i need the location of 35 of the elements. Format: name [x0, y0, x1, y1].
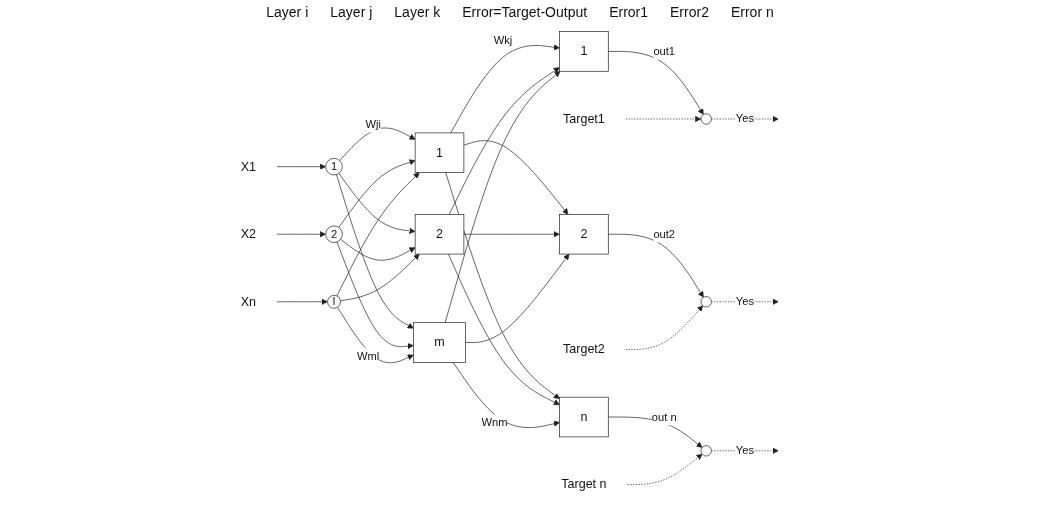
- node-text: Target n: [561, 477, 607, 492]
- node-box: m: [413, 322, 466, 363]
- node-circle: l: [327, 294, 341, 309]
- edge-label: out2: [653, 227, 676, 240]
- node-text: Target2: [563, 342, 605, 357]
- edge-label: Yes: [735, 112, 754, 125]
- node-box: 2: [414, 214, 465, 255]
- edge-label: out1: [653, 45, 676, 57]
- text-label: Error2: [670, 4, 709, 20]
- edge-label: Wkj: [493, 34, 513, 46]
- node-text: X1: [240, 159, 257, 174]
- node-box: 1: [559, 31, 609, 72]
- edge-label: Wml: [356, 349, 380, 362]
- node-circle: [700, 113, 712, 125]
- edge-label: Yes: [735, 444, 754, 457]
- edge-label: Wnm: [481, 416, 508, 429]
- node-circle: 2: [325, 225, 343, 243]
- edge-label: Wji: [365, 117, 381, 130]
- node-text: Xn: [240, 294, 257, 309]
- text-label: Error1: [609, 4, 649, 20]
- text-label: Layer i: [266, 4, 309, 20]
- node-circle: [700, 445, 712, 457]
- text-label: Error=Target-Output: [462, 4, 588, 20]
- edge-label: Yes: [735, 295, 754, 308]
- node-circle: [700, 296, 712, 308]
- node-text: Target1: [563, 111, 605, 126]
- node-box: 2: [559, 214, 609, 255]
- node-box: n: [559, 396, 609, 438]
- node-circle: 1: [325, 158, 343, 176]
- node-text: X2: [240, 226, 257, 241]
- text-label: Error n: [730, 4, 774, 20]
- node-box: 1: [414, 132, 465, 173]
- text-label: Layer k: [394, 4, 441, 20]
- edge-label: out n: [651, 410, 677, 423]
- text-label: Layer j: [330, 4, 373, 20]
